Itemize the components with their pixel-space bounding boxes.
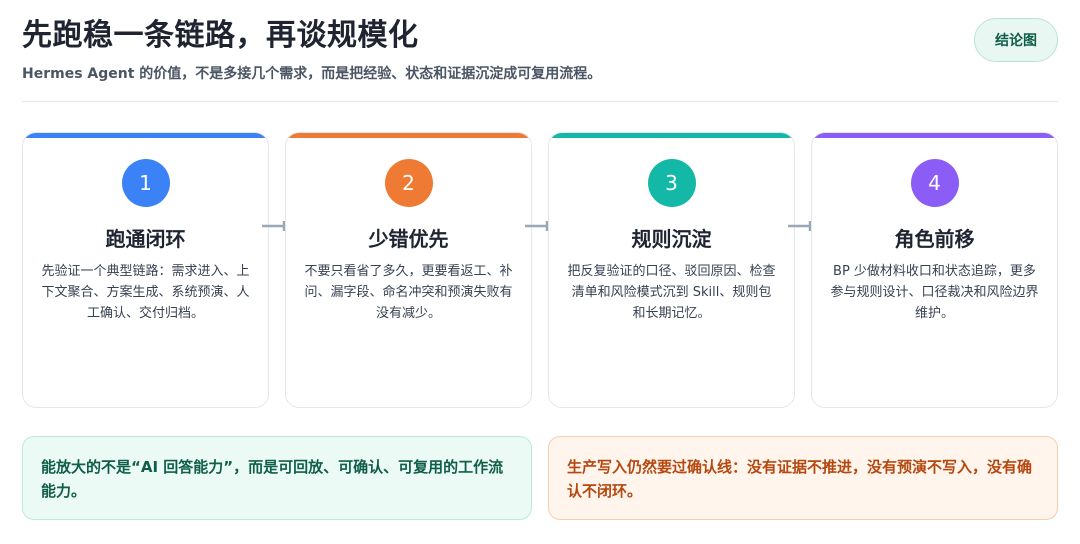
arrow-right-icon xyxy=(788,221,812,231)
step-card-4: 4 角色前移 BP 少做材料收口和状态追踪，更多参与规则设计、口径裁决和风险边界… xyxy=(811,132,1058,408)
step-description: 不要只看省了多久，更要看返工、补问、漏字段、命名冲突和预演失败有没有减少。 xyxy=(304,264,513,321)
step-title: 规则沉淀 xyxy=(631,227,712,251)
step-number-badge: 4 xyxy=(910,159,959,207)
step-card-2: 2 少错优先 不要只看省了多久，更要看返工、补问、漏字段、命名冲突和预演失败有没… xyxy=(285,132,532,408)
note-production-confirmation: 生产写入仍然要过确认线：没有证据不推进，没有预演不写入，没有确认不闭环。 xyxy=(548,436,1058,520)
arrow-right-icon xyxy=(262,221,286,231)
page-header: 先跑稳一条链路，再谈规模化 Hermes Agent 的价值，不是多接几个需求，… xyxy=(22,14,1058,102)
step-accent-bar xyxy=(23,133,268,138)
step-card-1: 1 跑通闭环 先验证一个典型链路：需求进入、上下文聚合、方案生成、系统预演、人工… xyxy=(22,132,269,408)
step-number-badge: 1 xyxy=(121,159,170,207)
step-title: 少错优先 xyxy=(368,227,449,251)
step-description: 先验证一个典型链路：需求进入、上下文聚合、方案生成、系统预演、人工确认、交付归档… xyxy=(41,264,250,321)
note-workflow-capability: 能放大的不是“AI 回答能力”，而是可回放、可确认、可复用的工作流能力。 xyxy=(22,436,532,520)
step-card-3: 3 规则沉淀 把反复验证的口径、驳回原因、检查清单和风险模式沉到 Skill、规… xyxy=(548,132,795,408)
steps-row: 1 跑通闭环 先验证一个典型链路：需求进入、上下文聚合、方案生成、系统预演、人工… xyxy=(22,132,1058,408)
page-title: 先跑稳一条链路，再谈规模化 xyxy=(22,18,419,53)
step-accent-bar xyxy=(549,133,794,138)
step-description: BP 少做材料收口和状态追踪，更多参与规则设计、口径裁决和风险边界维护。 xyxy=(830,264,1039,321)
step-title: 跑通闭环 xyxy=(105,227,186,251)
step-accent-bar xyxy=(812,133,1057,138)
step-description: 把反复验证的口径、驳回原因、检查清单和风险模式沉到 Skill、规则包和长期记忆… xyxy=(567,264,776,321)
arrow-right-icon xyxy=(525,221,549,231)
conclusion-button[interactable]: 结论图 xyxy=(974,18,1058,62)
step-number-badge: 2 xyxy=(384,159,433,207)
step-number-badge: 3 xyxy=(647,159,696,207)
page-subtitle: Hermes Agent 的价值，不是多接几个需求，而是把经验、状态和证据沉淀成… xyxy=(22,66,602,82)
step-title: 角色前移 xyxy=(894,227,975,251)
step-accent-bar xyxy=(286,133,531,138)
notes-row: 能放大的不是“AI 回答能力”，而是可回放、可确认、可复用的工作流能力。 生产写… xyxy=(22,436,1058,520)
